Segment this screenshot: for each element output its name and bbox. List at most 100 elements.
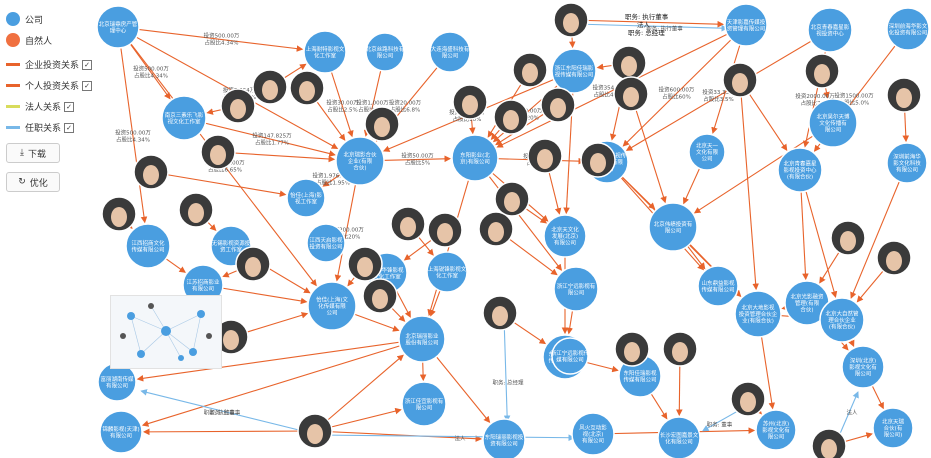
investment-edge — [630, 93, 667, 204]
investment-edge — [117, 26, 148, 224]
legend-person[interactable]: 自然人 — [6, 33, 52, 47]
checkbox-icon[interactable]: ✓ — [82, 80, 92, 91]
company-node[interactable]: 锦麟影视(天津)有限公司 — [99, 410, 143, 454]
person-avatar[interactable] — [613, 76, 649, 112]
company-name: 限公司 — [568, 288, 585, 296]
legend-invest-person[interactable]: 个人投资关系 ✓ — [6, 79, 92, 92]
company-node[interactable]: 东阳影业(北京)有限公司 — [451, 134, 499, 182]
person-avatar[interactable] — [289, 70, 325, 106]
person-avatar[interactable] — [611, 45, 647, 81]
person-avatar[interactable] — [390, 206, 426, 242]
person-avatar[interactable] — [804, 53, 840, 89]
person-avatar[interactable] — [178, 192, 214, 228]
person-avatar[interactable] — [662, 331, 698, 367]
person-avatar[interactable] — [553, 2, 589, 38]
legend-invest-company[interactable]: 企业投资关系 ✓ — [6, 58, 92, 71]
person-avatar[interactable] — [722, 62, 758, 98]
legend-legal-person[interactable]: 法人关系 ✓ — [6, 100, 75, 113]
person-avatar[interactable] — [364, 106, 400, 142]
company-name: 有限公司 — [582, 437, 604, 445]
company-name: 北京大地影视 — [741, 304, 775, 312]
person-avatar[interactable] — [730, 381, 766, 417]
person-avatar[interactable] — [200, 134, 236, 170]
person-avatar[interactable] — [830, 220, 866, 256]
person-avatar[interactable] — [811, 428, 847, 458]
company-name: 山东鼎益影视 — [701, 279, 735, 287]
person-avatar[interactable] — [235, 246, 271, 282]
edge-label: 投资1500.00万 — [834, 92, 874, 100]
optimize-button[interactable]: ↻ 优化 — [6, 172, 60, 192]
person-avatar[interactable] — [540, 87, 576, 123]
company-name: 限公司) — [884, 431, 903, 439]
company-name: 北京瑞丽影业 — [405, 332, 439, 340]
person-avatar[interactable] — [478, 211, 514, 247]
person-avatar[interactable] — [297, 413, 333, 449]
person-avatar[interactable] — [452, 84, 488, 120]
person-avatar[interactable] — [876, 240, 912, 276]
person-avatar[interactable] — [482, 295, 518, 331]
optimize-label: 优化 — [29, 178, 48, 189]
legend-position[interactable]: 任职关系 ✓ — [6, 121, 75, 134]
person-avatar[interactable] — [493, 99, 529, 135]
person-avatar[interactable] — [494, 181, 530, 217]
download-button[interactable]: ⤓ 下载 — [6, 143, 60, 163]
person-avatar[interactable] — [427, 212, 463, 248]
person-avatar[interactable] — [614, 331, 650, 367]
person-avatar[interactable] — [252, 69, 288, 105]
person-avatar[interactable] — [527, 138, 563, 174]
company-circle — [426, 251, 468, 293]
checkbox-icon[interactable]: ✓ — [82, 59, 92, 70]
edge-label: 投资200.00万 — [328, 226, 364, 234]
person-avatar[interactable] — [220, 88, 256, 124]
person-avatar[interactable] — [133, 154, 169, 190]
checkbox-icon[interactable]: ✓ — [64, 122, 75, 133]
person-avatar[interactable] — [886, 77, 922, 113]
person-avatar[interactable] — [580, 142, 616, 178]
person-avatar[interactable] — [362, 278, 398, 314]
person-avatar[interactable] — [101, 196, 137, 232]
person-avatar[interactable] — [347, 246, 383, 282]
checkbox-icon[interactable]: ✓ — [64, 101, 75, 112]
company-name: 股份有限公司 — [405, 338, 438, 346]
graph-minimap[interactable] — [110, 295, 222, 369]
person-avatar[interactable] — [512, 52, 548, 88]
legend-company[interactable]: 公司 — [6, 12, 43, 26]
